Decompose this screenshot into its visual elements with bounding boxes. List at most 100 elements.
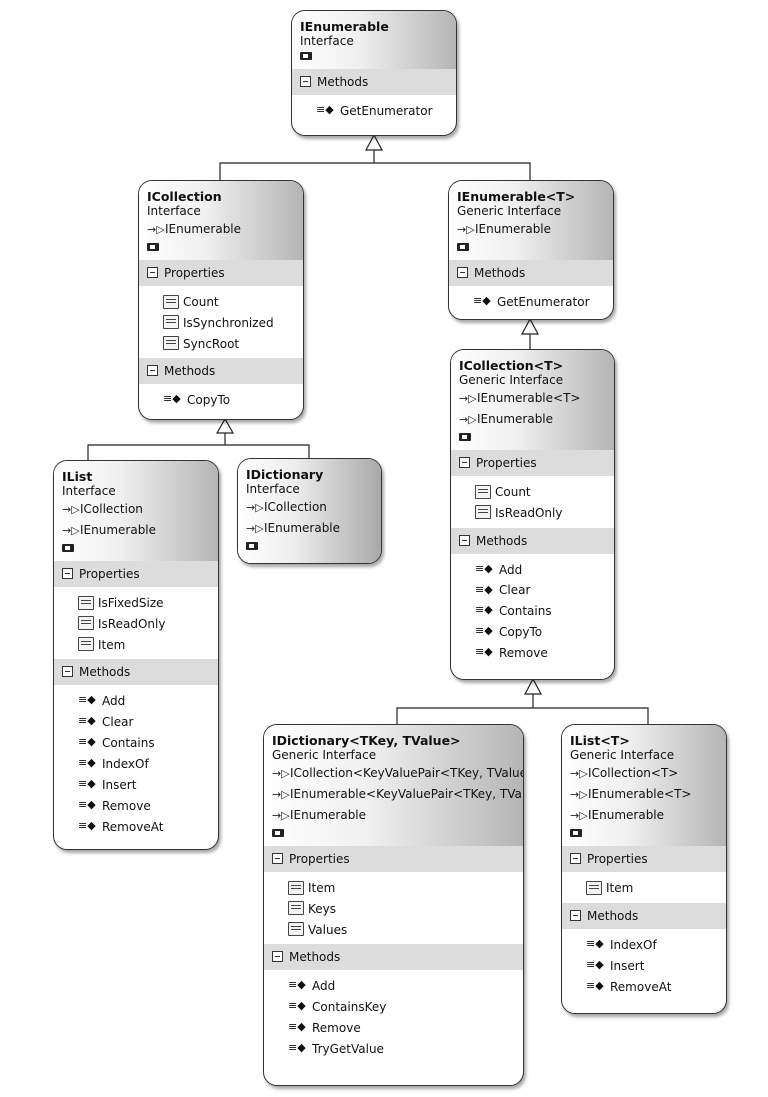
interface-box-idictionary[interactable]: IDictionary Interface →▷ICollection →▷IE… <box>237 458 382 564</box>
method-item[interactable]: ≡◆IndexOf <box>54 754 218 775</box>
methods-section-header[interactable]: Methods <box>264 944 523 971</box>
method-icon: ≡◆ <box>475 645 493 659</box>
method-item[interactable]: ≡◆IndexOf <box>562 935 726 956</box>
section-collapse-icon[interactable] <box>300 76 311 87</box>
inheritance-arrowhead <box>524 677 542 695</box>
method-name: RemoveAt <box>610 979 672 994</box>
properties-section-header[interactable]: Properties <box>562 846 726 872</box>
properties-list: IsFixedSize IsReadOnly Item <box>54 587 218 659</box>
methods-section-header[interactable]: Methods <box>139 358 303 385</box>
collapse-toggle-icon[interactable] <box>300 52 312 60</box>
section-collapse-icon[interactable] <box>147 365 158 377</box>
method-item[interactable]: ≡◆Add <box>54 691 218 712</box>
method-name: GetEnumerator <box>497 295 590 309</box>
section-collapse-icon[interactable] <box>570 909 581 921</box>
box-title: ICollection<T> <box>459 358 564 373</box>
section-collapse-icon[interactable] <box>457 267 468 278</box>
inherited-interface: →▷IEnumerable <box>457 219 605 240</box>
property-item[interactable]: IsReadOnly <box>451 503 614 524</box>
property-item[interactable]: IsFixedSize <box>54 593 218 614</box>
collapse-toggle-icon[interactable] <box>62 544 74 552</box>
interface-box-ilist-t[interactable]: IList<T> Generic Interface →▷ICollection… <box>561 724 727 1014</box>
interface-box-ienumerable[interactable]: IEnumerable Interface Methods ≡◆GetEnume… <box>291 10 457 136</box>
method-item[interactable]: ≡◆Remove <box>451 643 614 664</box>
method-icon: ≡◆ <box>475 582 493 596</box>
interface-box-icollection-t[interactable]: ICollection<T> Generic Interface →▷IEnum… <box>450 349 615 680</box>
method-item[interactable]: ≡◆ContainsKey <box>264 997 523 1018</box>
expand-toggle-icon[interactable] <box>246 542 258 550</box>
property-icon <box>78 595 94 610</box>
methods-section-header[interactable]: Methods <box>292 69 456 95</box>
method-item[interactable]: ≡◆Add <box>451 560 614 581</box>
method-icon: ≡◆ <box>473 294 491 308</box>
property-item[interactable]: Values <box>264 920 523 941</box>
box-title: IDictionary <box>246 467 324 482</box>
method-item[interactable]: ≡◆CopyTo <box>451 622 614 643</box>
interface-box-icollection[interactable]: ICollection Interface →▷IEnumerable Prop… <box>138 180 304 420</box>
inherit-arrow-icon: →▷ <box>246 501 264 514</box>
box-title: ICollection <box>147 189 222 204</box>
method-icon: ≡◆ <box>288 978 306 992</box>
method-item[interactable]: ≡◆Clear <box>54 712 218 733</box>
property-item[interactable]: Item <box>54 635 218 656</box>
property-item[interactable]: Count <box>451 482 614 503</box>
section-collapse-icon[interactable] <box>147 267 158 278</box>
section-collapse-icon[interactable] <box>459 457 470 468</box>
section-collapse-icon[interactable] <box>272 853 283 864</box>
property-item[interactable]: SyncRoot <box>139 334 303 355</box>
inherited-interface: →▷IEnumerable<T> <box>570 784 718 805</box>
method-item[interactable]: ≡◆Remove <box>54 796 218 817</box>
method-item[interactable]: ≡◆Insert <box>54 775 218 796</box>
method-item[interactable]: ≡◆TryGetValue <box>264 1039 523 1060</box>
collapse-toggle-icon[interactable] <box>459 433 471 441</box>
properties-section-header[interactable]: Properties <box>264 846 523 872</box>
inherited-interface: →▷ICollection<T> <box>570 763 718 784</box>
method-item[interactable]: ≡◆CopyTo <box>139 390 303 411</box>
methods-list: ≡◆IndexOf ≡◆Insert ≡◆RemoveAt <box>562 929 726 1002</box>
generalization-arrowheads <box>215 133 542 695</box>
collapse-toggle-icon[interactable] <box>570 829 582 837</box>
property-item[interactable]: Item <box>562 878 726 899</box>
interface-box-ienumerable-t[interactable]: IEnumerable<T> Generic Interface →▷IEnum… <box>448 180 614 320</box>
property-item[interactable]: Count <box>139 292 303 313</box>
properties-section-header[interactable]: Properties <box>54 561 218 587</box>
collapse-toggle-icon[interactable] <box>457 243 469 251</box>
method-name: Add <box>312 979 336 994</box>
property-item[interactable]: IsSynchronized <box>139 313 303 334</box>
inherit-arrow-icon: →▷ <box>62 503 80 516</box>
interface-box-ilist[interactable]: IList Interface →▷ICollection →▷IEnumera… <box>53 460 219 850</box>
methods-section-header[interactable]: Methods <box>54 659 218 686</box>
methods-list: ≡◆Add ≡◆Clear ≡◆Contains ≡◆IndexOf ≡◆Ins… <box>54 685 218 841</box>
method-name: Add <box>499 562 523 577</box>
properties-section-header[interactable]: Properties <box>451 450 614 476</box>
properties-list: Count IsSynchronized SyncRoot <box>139 286 303 358</box>
method-item[interactable]: ≡◆Clear <box>451 580 614 601</box>
collapse-toggle-icon[interactable] <box>272 829 284 837</box>
section-collapse-icon[interactable] <box>62 568 73 579</box>
method-item[interactable]: ≡◆ Add <box>264 976 523 997</box>
method-item[interactable]: ≡◆RemoveAt <box>562 977 726 998</box>
method-item[interactable]: ≡◆Remove <box>264 1018 523 1039</box>
collapse-toggle-icon[interactable] <box>147 243 159 251</box>
property-item[interactable]: IsReadOnly <box>54 614 218 635</box>
methods-section-header[interactable]: Methods <box>449 260 613 286</box>
method-item[interactable]: ≡◆Contains <box>54 733 218 754</box>
properties-section-header[interactable]: Properties <box>139 260 303 286</box>
section-collapse-icon[interactable] <box>570 853 581 864</box>
inherit-arrow-icon: →▷ <box>459 392 477 405</box>
property-item[interactable]: Item <box>264 878 523 899</box>
section-collapse-icon[interactable] <box>459 534 470 546</box>
section-collapse-icon[interactable] <box>62 666 73 678</box>
method-item[interactable]: ≡◆RemoveAt <box>54 817 218 838</box>
property-item[interactable]: Keys <box>264 899 523 920</box>
method-item[interactable]: ≡◆ GetEnumerator <box>449 292 613 313</box>
methods-section-header[interactable]: Methods <box>451 527 614 554</box>
method-item[interactable]: ≡◆Insert <box>562 956 726 977</box>
section-collapse-icon[interactable] <box>272 951 283 963</box>
methods-section-header[interactable]: Methods <box>562 902 726 929</box>
method-item[interactable]: ≡◆Contains <box>451 601 614 622</box>
method-item[interactable]: ≡◆GetEnumerator <box>292 101 456 122</box>
interface-box-idictionary-tkey-tvalue[interactable]: IDictionary<TKey, TValue> Generic Interf… <box>263 724 524 1086</box>
box-header: IDictionary Interface →▷ICollection →▷IE… <box>238 459 381 563</box>
box-title: IDictionary<TKey, TValue> <box>272 733 461 748</box>
